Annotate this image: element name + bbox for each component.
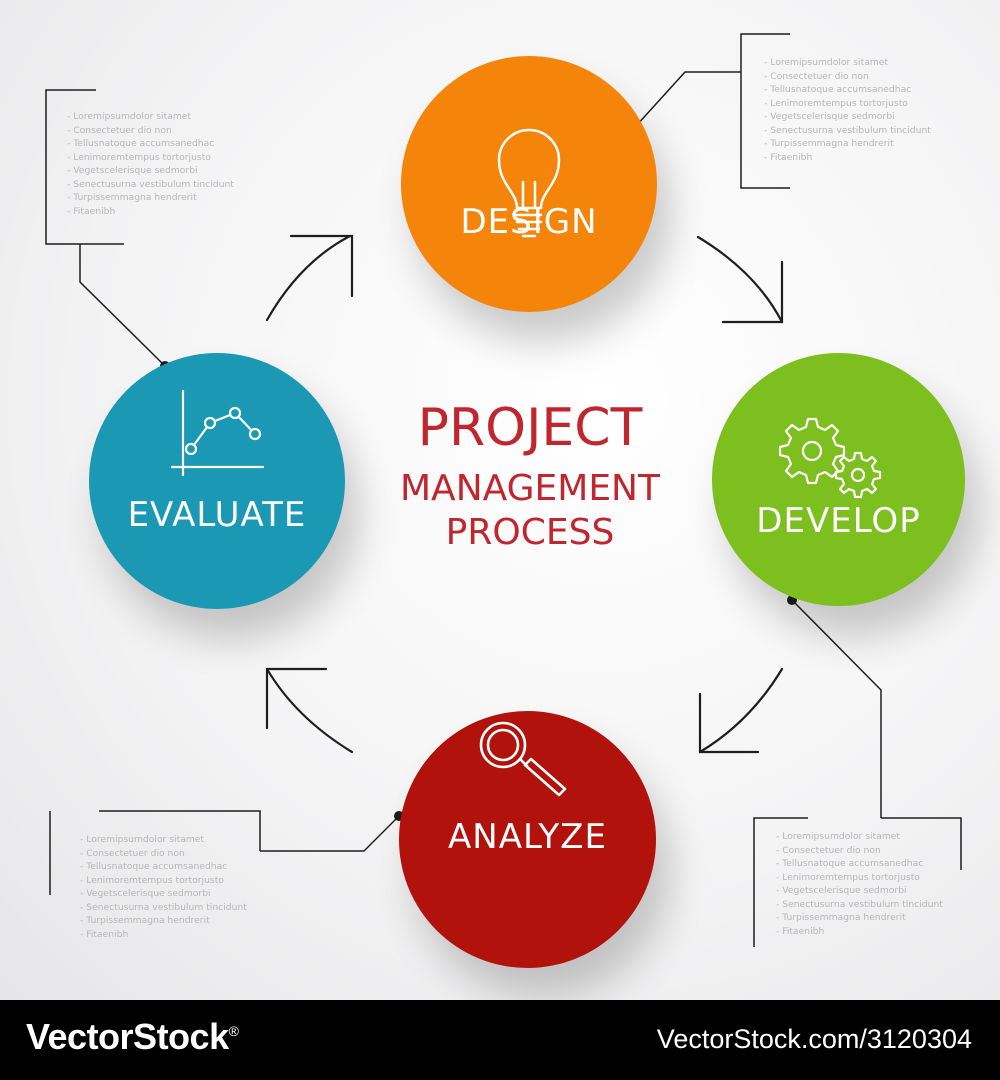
- note-line: - Senectusurna vestibulum tincidunt: [764, 124, 931, 136]
- note-line: - Vegetscelerisque sedmorbi: [776, 885, 907, 896]
- note-line: - Vegetscelerisque sedmorbi: [80, 888, 211, 899]
- evaluate-label: EVALUATE: [127, 495, 307, 535]
- note-line: - Loremipsumdolor sitamet: [67, 111, 192, 122]
- footer-bar: VectorStock® VectorStock.com/3120304: [0, 1000, 1000, 1080]
- brand-name: VectorStock: [26, 1016, 229, 1057]
- design-circle: DESIGN: [401, 56, 657, 312]
- arrow-design-to-develop-head: [721, 260, 784, 324]
- arrow-analyze-to-evaluate: [265, 667, 354, 754]
- note-line: - Consectetuer dio non: [67, 124, 172, 136]
- evaluate-circle: EVALUATE: [89, 353, 345, 609]
- note-line: - Tellusnatoque accumsanedhac: [764, 84, 912, 95]
- note-line: - Lenimoremtempus tortorjusto: [67, 151, 211, 163]
- arrow-develop-to-analyze: [698, 667, 784, 754]
- analyze-notes: - Loremipsumdolor sitamet - Consectetuer …: [80, 833, 247, 941]
- magnifier-icon: [479, 721, 567, 797]
- note-line: - Consectetuer dio non: [776, 844, 881, 856]
- note-line: - Loremipsumdolor sitamet: [776, 831, 901, 842]
- gears-icon: [778, 417, 882, 499]
- evaluate-notes: - Loremipsumdolor sitamet - Consectetuer …: [67, 110, 234, 218]
- note-line: - Lenimoremtempus tortorjusto: [80, 874, 224, 886]
- analyze-leader-line: [260, 815, 400, 852]
- note-line: - Turpissemmagna hendrerit: [67, 192, 197, 203]
- note-line: - Lenimoremtempus tortorjusto: [764, 97, 908, 109]
- note-line: - Fitaenibh: [67, 205, 116, 217]
- vectorstock-logo[interactable]: VectorStock®: [26, 1016, 239, 1058]
- lightbulb-icon: [497, 128, 561, 238]
- note-line: - Senectusurna vestibulum tincidunt: [776, 898, 943, 910]
- note-line: - Fitaenibh: [776, 925, 825, 937]
- note-line: - Tellusnatoque accumsanedhac: [776, 858, 924, 869]
- design-note-bracket: [740, 33, 790, 189]
- note-line: - Fitaenibh: [764, 151, 813, 163]
- develop-notes: - Loremipsumdolor sitamet - Consectetuer …: [776, 830, 943, 938]
- diagram-canvas: - Loremipsumdolor sitamet - Consectetuer …: [0, 0, 1000, 1000]
- note-line: - Turpissemmagna hendrerit: [776, 912, 906, 923]
- note-line: - Vegetscelerisque sedmorbi: [67, 165, 198, 176]
- develop-note-bracket: [881, 817, 962, 870]
- note-line: - Lenimoremtempus tortorjusto: [776, 871, 920, 883]
- note-line: - Senectusurna vestibulum tincidunt: [80, 901, 247, 913]
- note-line: - Turpissemmagna hendrerit: [764, 138, 894, 149]
- note-line: - Turpissemmagna hendrerit: [80, 915, 210, 926]
- design-label: DESIGN: [460, 202, 598, 242]
- develop-circle: DEVELOP: [712, 353, 965, 606]
- note-line: - Loremipsumdolor sitamet: [80, 834, 205, 845]
- connector-layer: [45, 33, 962, 947]
- note-line: - Consectetuer dio non: [80, 847, 185, 859]
- design-leader-line: [635, 71, 741, 127]
- registered-mark: ®: [228, 1023, 239, 1039]
- note-line: - Senectusurna vestibulum tincidunt: [67, 178, 234, 190]
- arrow-analyze-to-evaluate-head: [265, 667, 328, 730]
- note-line: - Tellusnatoque accumsanedhac: [80, 861, 228, 872]
- develop-note-bracket-left: [753, 817, 808, 947]
- analyze-label: ANALYZE: [448, 817, 607, 857]
- note-line: - Vegetscelerisque sedmorbi: [764, 111, 895, 122]
- arrow-design-to-develop: [696, 235, 784, 324]
- arrow-evaluate-to-design: [265, 234, 352, 322]
- title-project: PROJECT: [417, 398, 643, 458]
- develop-leader-line: [791, 599, 882, 818]
- evaluate-note-bracket: [45, 89, 124, 245]
- line-chart-icon: [170, 389, 265, 477]
- note-line: - Fitaenibh: [80, 928, 129, 940]
- note-line: - Consectetuer dio non: [764, 70, 869, 82]
- title-process: PROCESS: [445, 512, 615, 553]
- arrow-evaluate-to-design-head: [289, 234, 354, 298]
- analyze-circle: ANALYZE: [399, 711, 656, 968]
- analyze-note-bracket: [99, 810, 261, 851]
- note-line: - Tellusnatoque accumsanedhac: [67, 138, 215, 149]
- note-line: - Loremipsumdolor sitamet: [764, 57, 889, 68]
- develop-label: DEVELOP: [756, 501, 921, 541]
- evaluate-leader-line: [79, 244, 166, 367]
- title-management: MANAGEMENT: [400, 468, 660, 509]
- image-reference: VectorStock.com/3120304: [656, 1024, 972, 1054]
- arrow-develop-to-analyze-head: [698, 692, 760, 754]
- design-notes: - Loremipsumdolor sitamet - Consectetuer …: [764, 56, 931, 164]
